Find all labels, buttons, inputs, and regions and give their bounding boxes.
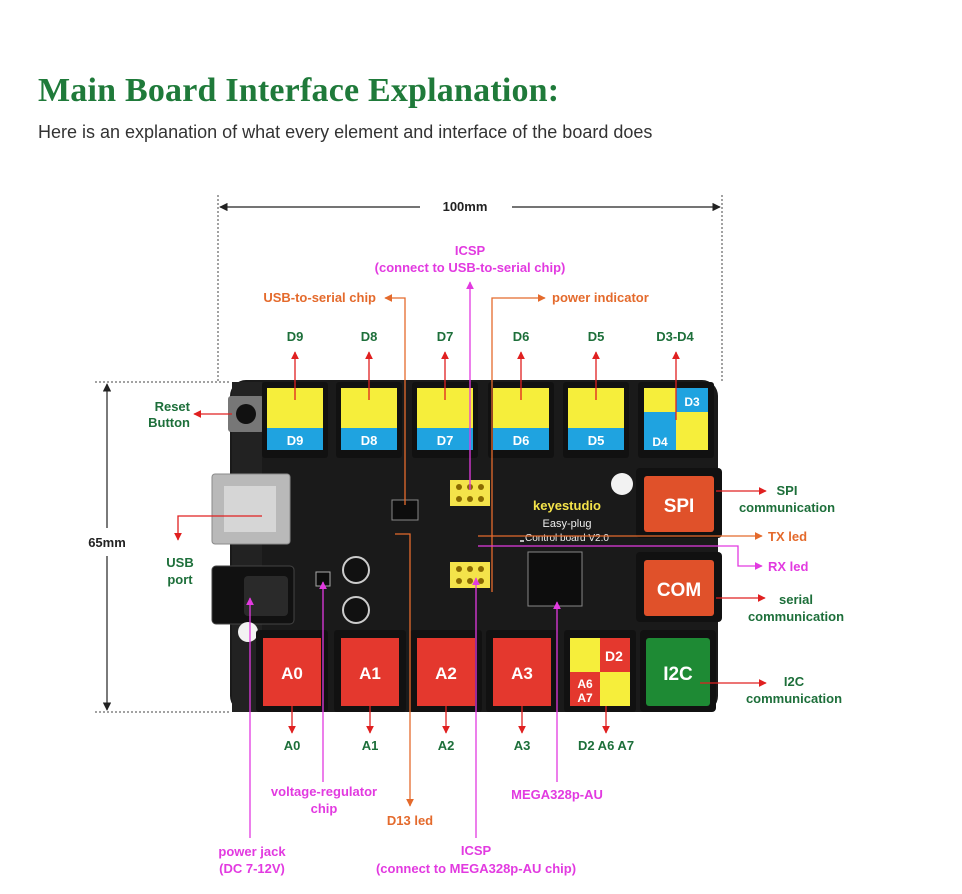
- port-d7-key: D7: [437, 433, 454, 448]
- mega328-chip: [527, 551, 583, 607]
- callout-power-indicator: power indicator: [491, 290, 649, 592]
- label-a3: A3: [514, 738, 531, 753]
- width-label: 100mm: [443, 199, 488, 214]
- callout-reset: Reset Button: [148, 399, 232, 430]
- port-i2c-key: I2C: [663, 664, 693, 685]
- port-com-key: COM: [657, 580, 701, 601]
- callout-usb-port: USB port: [166, 515, 262, 587]
- port-spi: SPI: [636, 468, 722, 538]
- port-d6: D6: [488, 382, 554, 458]
- board-model-line2: Control board V2.0: [525, 533, 609, 544]
- label-d7: D7: [437, 329, 454, 344]
- label-icsp-top-desc: (connect to USB-to-serial chip): [375, 260, 566, 275]
- label-d9: D9: [287, 329, 304, 344]
- label-tx-led: TX led: [768, 529, 807, 544]
- label-d5: D5: [588, 329, 605, 344]
- port-spi-key: SPI: [664, 496, 695, 517]
- callout-d13-led: D13 led: [387, 533, 433, 828]
- callout-voltage-regulator: voltage-regulator chip: [271, 581, 377, 816]
- callout-icsp-bottom: ICSP (connect to MEGA328p-AU chip): [376, 577, 576, 876]
- label-i2c-1: I2C: [784, 674, 805, 689]
- label-d3-d4: D3-D4: [656, 329, 694, 344]
- label-usb-1: USB: [166, 555, 193, 570]
- port-d2-a6-a7: D2 A6 A7: [564, 630, 636, 712]
- port-a1-key: A1: [359, 664, 381, 683]
- callout-icsp-top: ICSP (connect to USB-to-serial chip): [375, 243, 566, 490]
- port-a1: A1: [334, 630, 406, 712]
- callout-tx-led: TX led: [478, 529, 807, 544]
- label-vreg-2: chip: [311, 801, 338, 816]
- label-reset-1: Reset: [155, 399, 191, 414]
- callout-power-jack: power jack (DC 7-12V): [218, 597, 286, 876]
- label-rx-led: RX led: [768, 559, 809, 574]
- dimension-height: 65mm: [88, 381, 230, 713]
- callout-spi: SPI communication: [716, 483, 835, 515]
- label-icsp-bottom-title: ICSP: [461, 843, 492, 858]
- page-title: Main Board Interface Explanation:: [38, 72, 560, 109]
- page-subtitle: Here is an explanation of what every ele…: [38, 122, 653, 142]
- port-d3-key: D3: [684, 395, 700, 409]
- port-d7: D7: [412, 382, 478, 458]
- port-a6-key: A6: [577, 677, 593, 691]
- label-serial-2: communication: [748, 609, 844, 624]
- label-reset-2: Button: [148, 415, 190, 430]
- label-power-jack-1: power jack: [218, 844, 286, 859]
- label-icsp-bottom-desc: (connect to MEGA328p-AU chip): [376, 861, 576, 876]
- label-serial-1: serial: [779, 592, 813, 607]
- port-com: COM: [636, 552, 722, 622]
- port-d8-key: D8: [361, 433, 378, 448]
- label-vreg-1: voltage-regulator: [271, 784, 377, 799]
- port-d5: D5: [563, 382, 629, 458]
- port-d8: D8: [336, 382, 402, 458]
- port-a2: A2: [410, 630, 482, 712]
- callout-serial: serial communication: [716, 592, 844, 624]
- port-a0: A0: [256, 630, 328, 712]
- port-d2-key: D2: [605, 648, 623, 664]
- dimension-width: 100mm: [217, 195, 723, 382]
- label-power-indicator: power indicator: [552, 290, 649, 305]
- label-usb-2: port: [167, 572, 193, 587]
- port-a7-key: A7: [577, 691, 593, 705]
- label-d2-a6-a7: D2 A6 A7: [578, 738, 634, 753]
- label-i2c-2: communication: [746, 691, 842, 706]
- callout-top-ports: D9 D8 D7 D6 D5 D3-D4: [287, 329, 695, 420]
- port-d9-key: D9: [287, 433, 304, 448]
- icsp-header-bottom: [450, 562, 490, 588]
- height-label: 65mm: [88, 535, 126, 550]
- label-spi-1: SPI: [777, 483, 798, 498]
- port-d5-key: D5: [588, 433, 605, 448]
- port-d4-key: D4: [652, 435, 668, 449]
- label-a0: A0: [284, 738, 301, 753]
- port-a3: A3: [486, 630, 558, 712]
- port-i2c: I2C: [640, 630, 716, 712]
- callout-i2c: I2C communication: [700, 674, 842, 706]
- label-d13-led: D13 led: [387, 813, 433, 828]
- label-a1: A1: [362, 738, 379, 753]
- label-power-jack-2: (DC 7-12V): [219, 861, 285, 876]
- label-d6: D6: [513, 329, 530, 344]
- brand-logo-text: keyestudio: [533, 498, 601, 513]
- port-a0-key: A0: [281, 664, 303, 683]
- label-usb-serial-chip: USB-to-serial chip: [263, 290, 376, 305]
- label-mega328: MEGA328p-AU: [511, 787, 603, 802]
- callout-rx-led: RX led: [478, 545, 809, 574]
- port-d6-key: D6: [513, 433, 530, 448]
- label-d8: D8: [361, 329, 378, 344]
- port-a3-key: A3: [511, 664, 533, 683]
- port-a2-key: A2: [435, 664, 457, 683]
- callout-bottom-ports: A0 A1 A2 A3 D2 A6 A7: [284, 706, 634, 753]
- callout-usb-serial-chip: USB-to-serial chip: [263, 290, 406, 505]
- board-model-line1: Easy-plug: [543, 518, 592, 530]
- label-icsp-top-title: ICSP: [455, 243, 486, 258]
- callout-mega328: MEGA328p-AU: [511, 601, 603, 802]
- label-spi-2: communication: [739, 500, 835, 515]
- board: keyestudio Easy-plug Control board V2.0: [211, 380, 718, 712]
- label-a2: A2: [438, 738, 455, 753]
